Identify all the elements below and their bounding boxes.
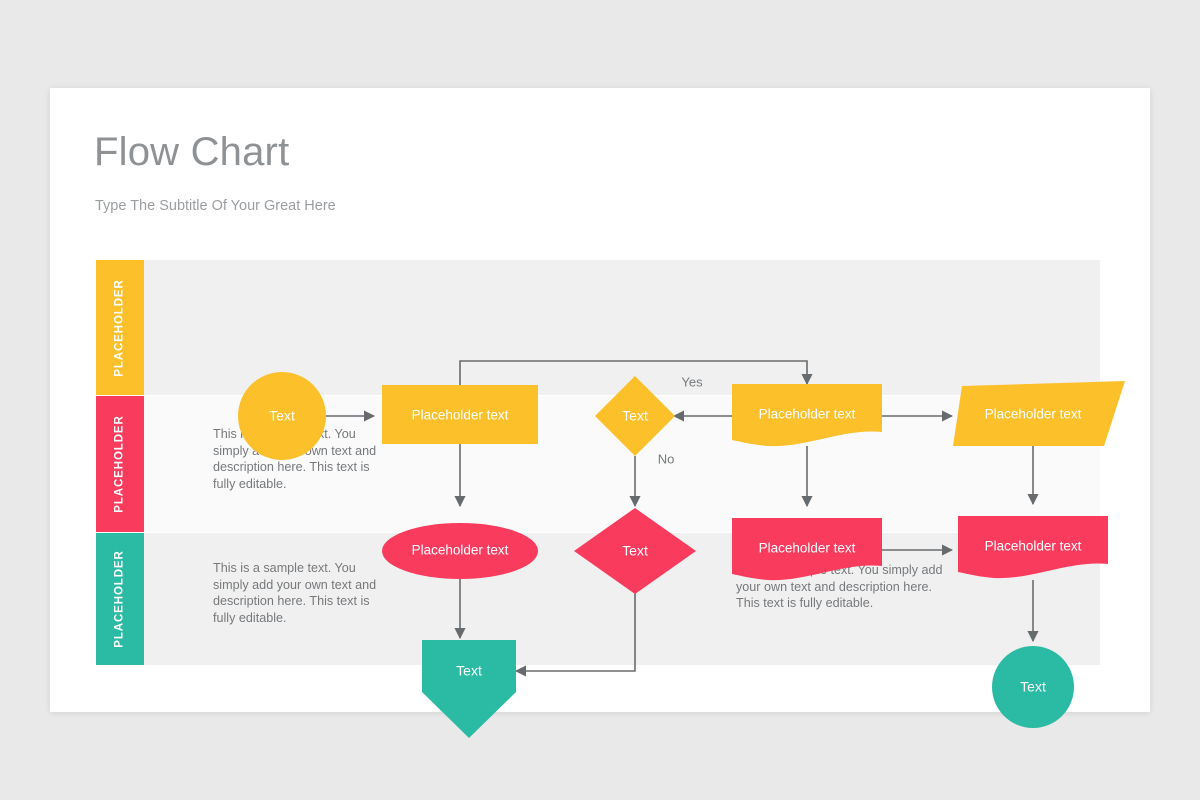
diamond-shape [595,376,675,456]
swimlane-row-yellow [96,260,1100,395]
lane-header-yellow[interactable]: PLACEHOLDER [96,260,144,395]
circle-shape [238,372,326,460]
pentagon-down-shape [422,640,516,738]
node-rectangle-yellow[interactable]: Placeholder text [382,385,538,444]
node-parallelogram-yellow[interactable]: Placeholder text [953,381,1125,446]
diamond-shape [574,508,696,594]
node-circle-teal[interactable]: Text [992,646,1074,728]
node-circle-yellow-label: Text [269,408,295,424]
node-diamond-yellow-label: Text [622,408,648,424]
rectangle-shape [382,385,538,444]
parallelogram-shape [953,381,1125,446]
edge-diamond-to-pentagon [514,580,636,677]
document-shape [958,516,1108,579]
page-title: Flow Chart [94,130,290,174]
circle-shape [992,646,1074,728]
lane-header-teal[interactable]: PLACEHOLDER [96,533,144,665]
node-document-pink-2-label: Placeholder text [985,539,1082,554]
document-shape [732,518,882,581]
flowchart-canvas: Text Placeholder text Text Placeholder t… [238,360,1125,738]
node-circle-yellow[interactable]: Text [238,372,326,460]
description-teal-row-left: This is a sample text. You simply add yo… [213,561,377,626]
node-parallelogram-yellow-label: Placeholder text [985,407,1082,422]
node-document-yellow[interactable]: Placeholder text [732,384,882,447]
document-shape [732,384,882,447]
slide-card: Flow Chart Type The Subtitle Of Your Gre… [50,88,1150,738]
node-document-pink-1[interactable]: Placeholder text [732,518,882,581]
node-document-pink-2[interactable]: Placeholder text [958,516,1108,579]
node-ellipse-pink-label: Placeholder text [412,543,509,558]
node-ellipse-pink[interactable]: Placeholder text [382,523,538,579]
lane-header-pink[interactable]: PLACEHOLDER [96,396,144,532]
flowchart-diagram: PLACEHOLDER PLACEHOLDER PLACEHOLDER This… [96,260,1125,738]
page-subtitle: Type The Subtitle Of Your Great Here [95,198,336,214]
node-rectangle-yellow-label: Placeholder text [412,408,509,423]
ellipse-shape [382,523,538,579]
node-pentagon-teal[interactable]: Text [422,640,516,738]
node-circle-teal-label: Text [1020,679,1046,695]
node-document-pink-1-label: Placeholder text [759,541,856,556]
node-document-yellow-label: Placeholder text [759,407,856,422]
branch-label-no: No [658,451,675,466]
node-diamond-pink[interactable]: Text [574,508,696,594]
node-pentagon-teal-label: Text [456,663,482,679]
edge-rectangle-to-document [459,360,813,386]
connectors [326,360,1039,677]
node-diamond-pink-label: Text [622,543,648,559]
node-diamond-yellow[interactable]: Text [595,376,675,456]
branch-label-yes: Yes [681,374,703,389]
